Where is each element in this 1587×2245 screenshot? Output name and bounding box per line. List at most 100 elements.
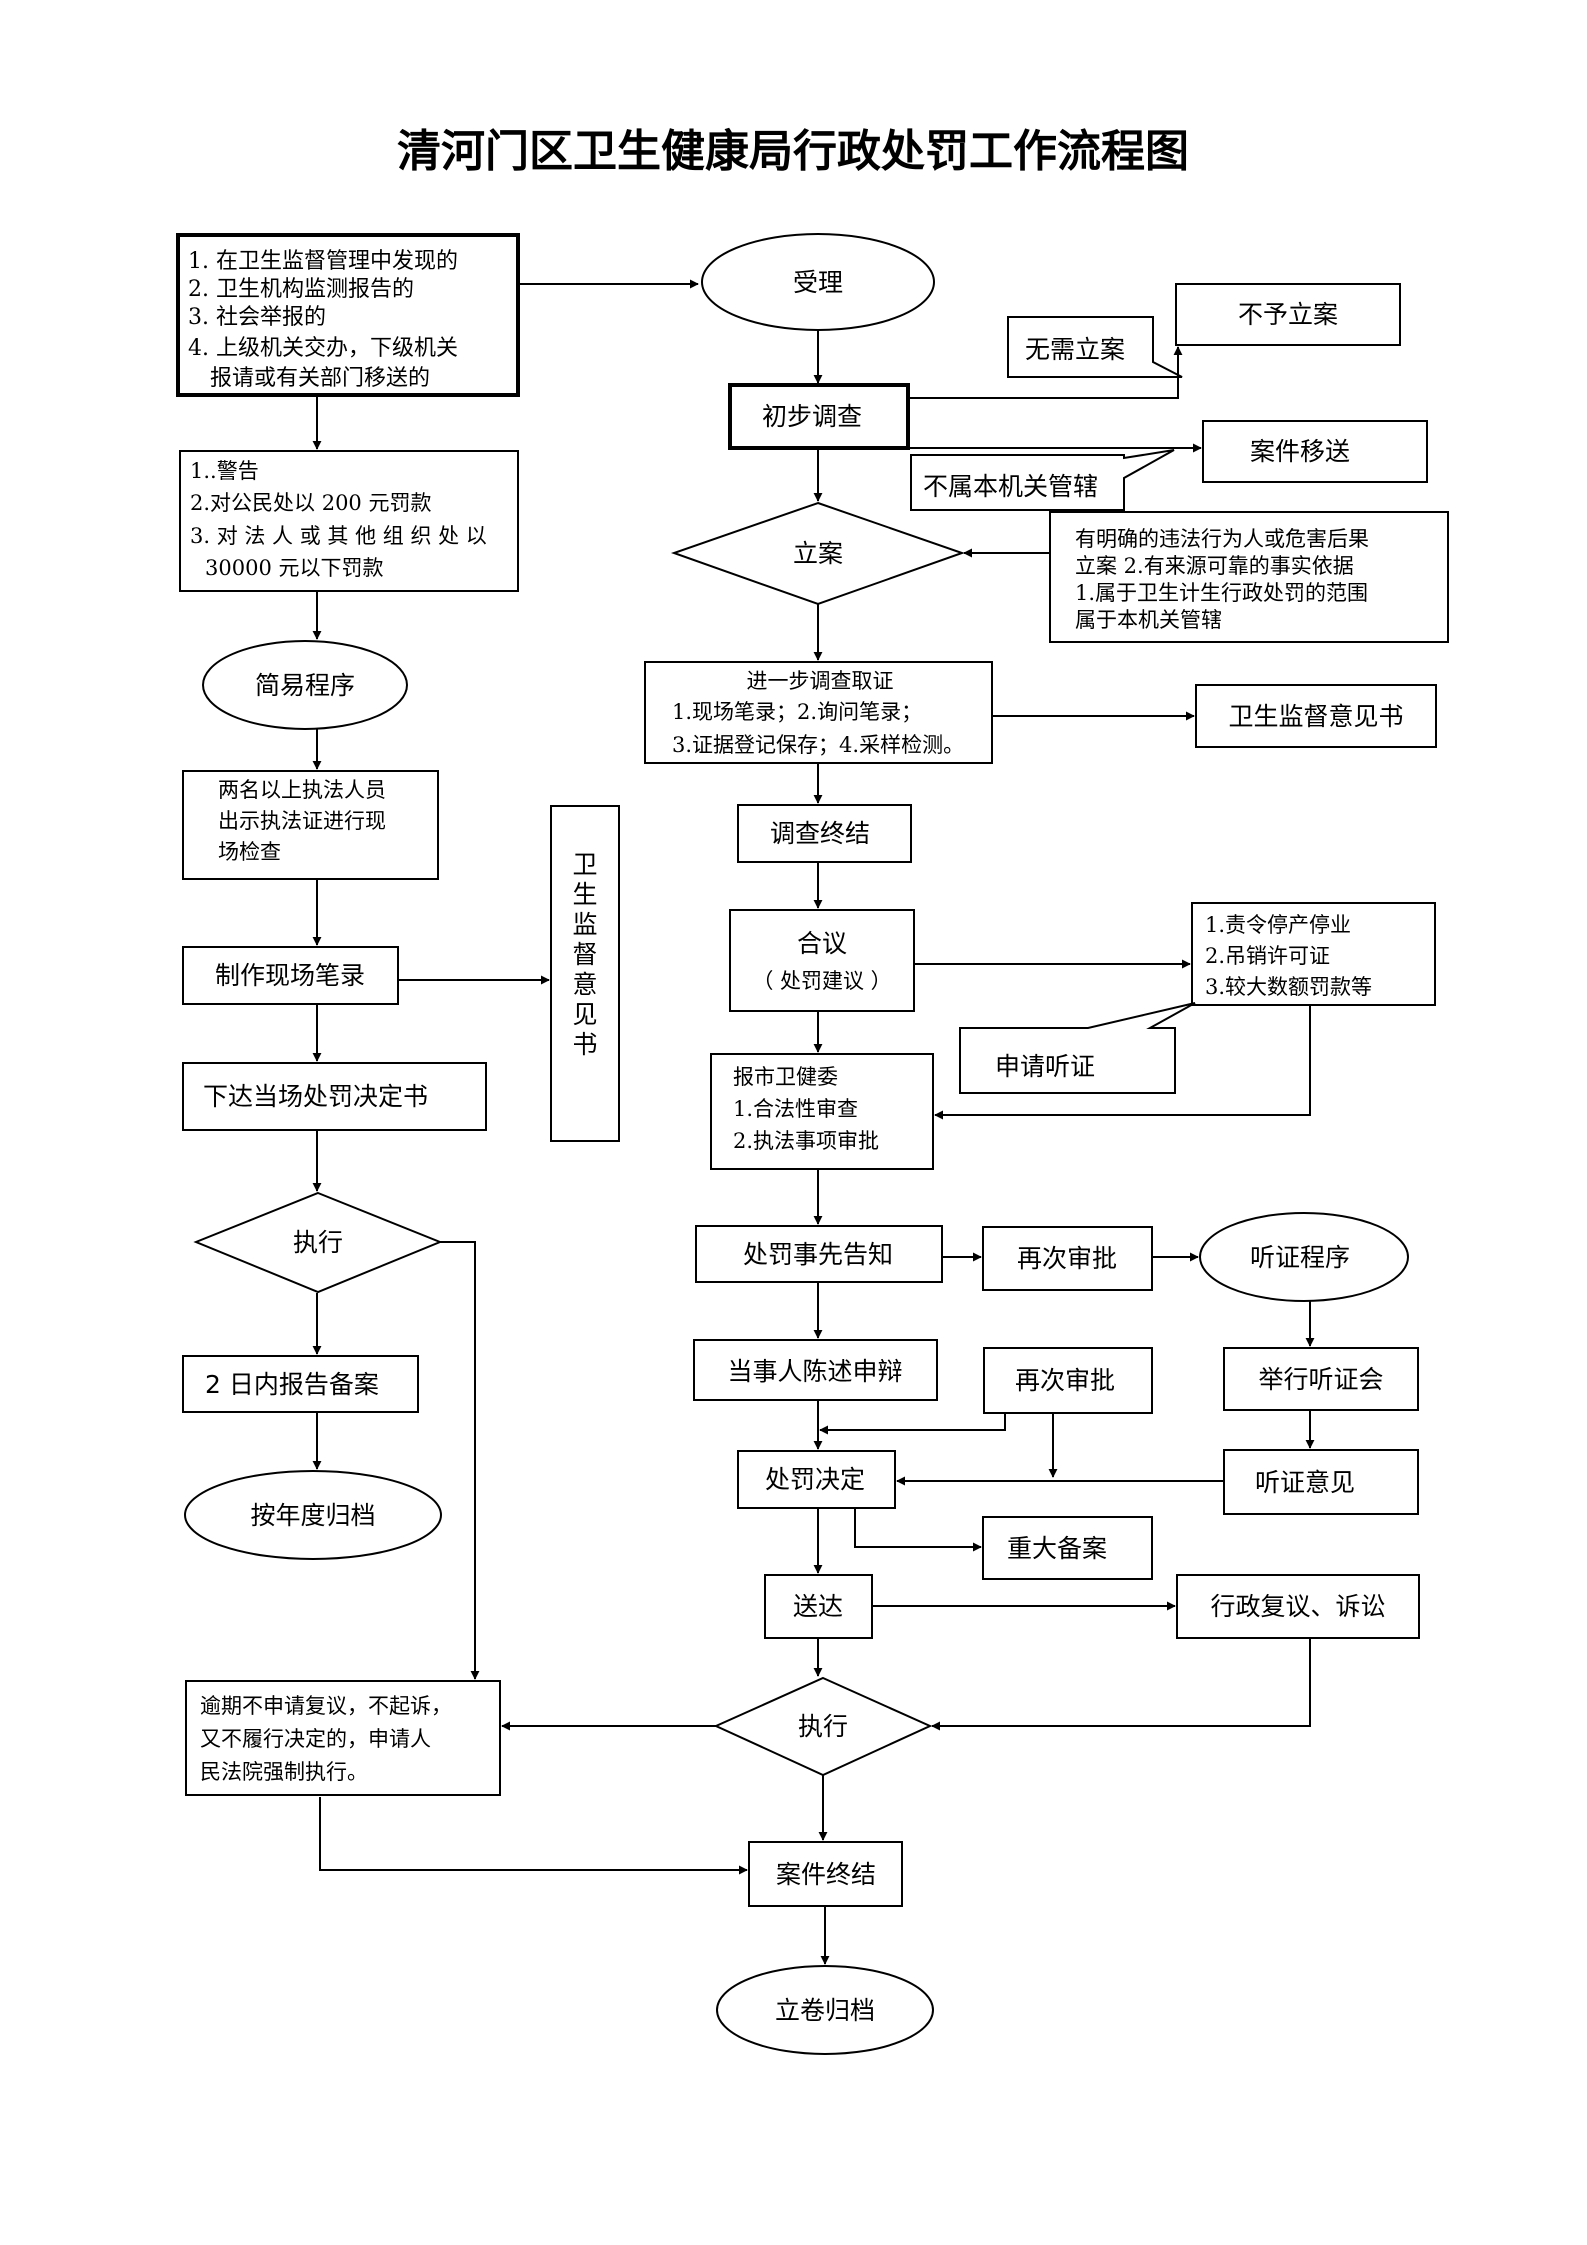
prior-notice-box: 处罚事先告知 — [695, 1225, 943, 1283]
case-sources-box: 1. 在卫生监督管理中发现的 2. 卫生机构监测报告的 3. 社会举报的 4. … — [176, 233, 520, 397]
svg-text:制作现场笔录: 制作现场笔录 — [215, 961, 365, 990]
criteria-line: 立案 2.有来源可靠的事实依据 — [1075, 554, 1354, 578]
svg-text:送达: 送达 — [793, 1592, 843, 1621]
report-filing-box: 2 日内报告备案 — [182, 1355, 419, 1413]
criteria-line: 1.属于卫生计生行政处罚的范围 — [1075, 581, 1368, 605]
svg-text:立卷归档: 立卷归档 — [775, 1996, 875, 2025]
accept-node: 受理 — [701, 233, 935, 331]
svg-text:立案: 立案 — [793, 539, 843, 568]
review-litigation-box: 行政复议、诉讼 — [1176, 1574, 1420, 1639]
svg-text:不予立案: 不予立案 — [1238, 300, 1338, 329]
opinion-char: 生 — [572, 880, 597, 909]
inspection-line: 出示执法证进行现 — [218, 809, 386, 833]
serve-box: 送达 — [764, 1574, 873, 1639]
on-site-inspection-box: 两名以上执法人员 出示执法证进行现 场检查 — [182, 770, 439, 880]
penalty-decision-box: 处罚决定 — [737, 1450, 896, 1509]
supervision-opinion-vertical-box: 卫 生 监 督 意 见 书 — [550, 805, 620, 1142]
inspection-line: 两名以上执法人员 — [218, 778, 386, 802]
svg-text:初步调查: 初步调查 — [762, 402, 862, 431]
file-archive-node: 立卷归档 — [716, 1965, 934, 2055]
re-approval-box-2: 再次审批 — [983, 1347, 1153, 1414]
svg-text:行政复议、诉讼: 行政复议、诉讼 — [1210, 1592, 1385, 1621]
opinion-char: 卫 — [572, 850, 597, 879]
source-line: 3. 社会举报的 — [188, 305, 326, 330]
evidence-collection-box: 进一步调查取证 1.现场笔录；2.询问笔录； 3.证据登记保存；4.采样检测。 — [644, 661, 993, 764]
svg-text:受理: 受理 — [793, 268, 843, 297]
svg-text:按年度归档: 按年度归档 — [250, 1501, 375, 1530]
enforce-line: 民法院强制执行。 — [200, 1760, 368, 1784]
svg-text:听证程序: 听证程序 — [1250, 1243, 1350, 1272]
opinion-char: 见 — [572, 1000, 597, 1029]
source-line: 4. 上级机关交办，下级机关 — [188, 336, 458, 361]
enforce-line: 又不履行决定的，申请人 — [200, 1727, 431, 1751]
svg-text:当事人陈述申辩: 当事人陈述申辩 — [727, 1357, 902, 1386]
file-case-node: 立案 — [670, 501, 966, 606]
review-line: 1.合法性审查 — [733, 1097, 858, 1121]
opinion-char: 督 — [572, 940, 597, 969]
penalty-line: 2.对公民处以 200 元罚款 — [190, 491, 431, 515]
hold-hearing-box: 举行听证会 — [1223, 1347, 1419, 1411]
case-transfer-box: 案件移送 — [1202, 420, 1428, 483]
penalty-line: 30000 元以下罚款 — [205, 556, 383, 580]
svg-text:卫生监督意见书: 卫生监督意见书 — [1228, 702, 1403, 731]
svg-text:案件移送: 案件移送 — [1250, 437, 1350, 466]
page-title: 清河门区卫生健康局行政处罚工作流程图 — [397, 126, 1189, 177]
simple-procedure-node: 简易程序 — [202, 640, 408, 730]
evidence-line: 进一步调查取证 — [747, 669, 894, 693]
court-enforcement-box: 逾期不申请复议，不起诉， 又不履行决定的，申请人 民法院强制执行。 — [185, 1680, 501, 1796]
case-close-box: 案件终结 — [748, 1841, 903, 1907]
criteria-line: 有明确的违法行为人或危害后果 — [1075, 527, 1369, 551]
supervision-opinion-box: 卫生监督意见书 — [1195, 684, 1437, 748]
hearing-opinion-box: 听证意见 — [1223, 1449, 1419, 1515]
svg-text:听证意见: 听证意见 — [1255, 1468, 1355, 1497]
review-line: 2.执法事项审批 — [733, 1129, 879, 1153]
opinion-char: 监 — [572, 910, 597, 939]
heavy-penalty-line: 2.吊销许可证 — [1205, 944, 1330, 968]
svg-text:执行: 执行 — [293, 1228, 343, 1257]
heavy-penalty-line: 3.较大数额罚款等 — [1205, 975, 1372, 999]
enforce-line: 逾期不申请复议，不起诉， — [200, 1694, 452, 1718]
review-line: 报市卫健委 — [733, 1065, 838, 1089]
opinion-char: 书 — [572, 1030, 597, 1059]
opinion-char: 意 — [572, 970, 597, 999]
on-site-decision-box: 下达当场处罚决定书 — [182, 1062, 487, 1131]
inspection-line: 场检查 — [218, 840, 281, 864]
not-filed-box: 不予立案 — [1175, 283, 1401, 346]
hearing-procedure-node: 听证程序 — [1199, 1212, 1409, 1302]
heavy-penalties-box: 1.责令停产停业 2.吊销许可证 3.较大数额罚款等 — [1191, 902, 1436, 1006]
svg-text:下达当场处罚决定书: 下达当场处罚决定书 — [203, 1082, 428, 1111]
svg-text:执行: 执行 — [798, 1712, 848, 1741]
execute-left-node: 执行 — [193, 1191, 443, 1294]
svg-text:举行听证会: 举行听证会 — [1258, 1365, 1383, 1394]
source-line: 报请或有关部门移送的 — [210, 366, 430, 391]
svg-text:处罚事先告知: 处罚事先告知 — [743, 1240, 893, 1269]
penalties-box: 1..警告 2.对公民处以 200 元罚款 3. 对 法 人 或 其 他 组 织… — [179, 450, 519, 592]
svg-text:（ 处罚建议 ）: （ 处罚建议 ） — [752, 969, 891, 993]
svg-text:再次审批: 再次审批 — [1015, 1366, 1115, 1395]
svg-text:案件终结: 案件终结 — [776, 1860, 876, 1889]
evidence-line: 3.证据登记保存；4.采样检测。 — [672, 733, 964, 757]
no-case-needed-callout: 无需立案 — [1007, 316, 1183, 378]
svg-text:简易程序: 简易程序 — [255, 671, 355, 700]
re-approval-box-1: 再次审批 — [982, 1226, 1153, 1291]
make-record-box: 制作现场笔录 — [182, 946, 399, 1005]
not-jurisdiction-callout: 不属本机关管辖 — [910, 449, 1175, 511]
svg-text:合议: 合议 — [797, 929, 847, 958]
connector-lines — [312, 279, 1315, 1965]
criteria-line: 属于本机关管辖 — [1075, 608, 1222, 632]
annual-archive-node: 按年度归档 — [184, 1470, 442, 1560]
evidence-line: 1.现场笔录；2.询问笔录； — [672, 700, 922, 724]
source-line: 1. 在卫生监督管理中发现的 — [188, 249, 458, 274]
heavy-penalty-line: 1.责令停产停业 — [1205, 913, 1351, 937]
svg-text:处罚决定: 处罚决定 — [765, 1465, 865, 1494]
filing-criteria-box: 有明确的违法行为人或危害后果 立案 2.有来源可靠的事实依据 1.属于卫生计生行… — [1049, 511, 1449, 643]
preliminary-investigation-box: 初步调查 — [728, 383, 910, 450]
svg-text:调查终结: 调查终结 — [770, 819, 870, 848]
penalty-line: 1..警告 — [190, 459, 259, 483]
major-filing-box: 重大备案 — [982, 1516, 1153, 1580]
commission-review-box: 报市卫健委 1.合法性审查 2.执法事项审批 — [710, 1053, 934, 1170]
svg-text:申请听证: 申请听证 — [995, 1052, 1095, 1081]
execute-center-node: 执行 — [713, 1676, 933, 1777]
penalty-line: 3. 对 法 人 或 其 他 组 织 处 以 — [190, 524, 487, 548]
